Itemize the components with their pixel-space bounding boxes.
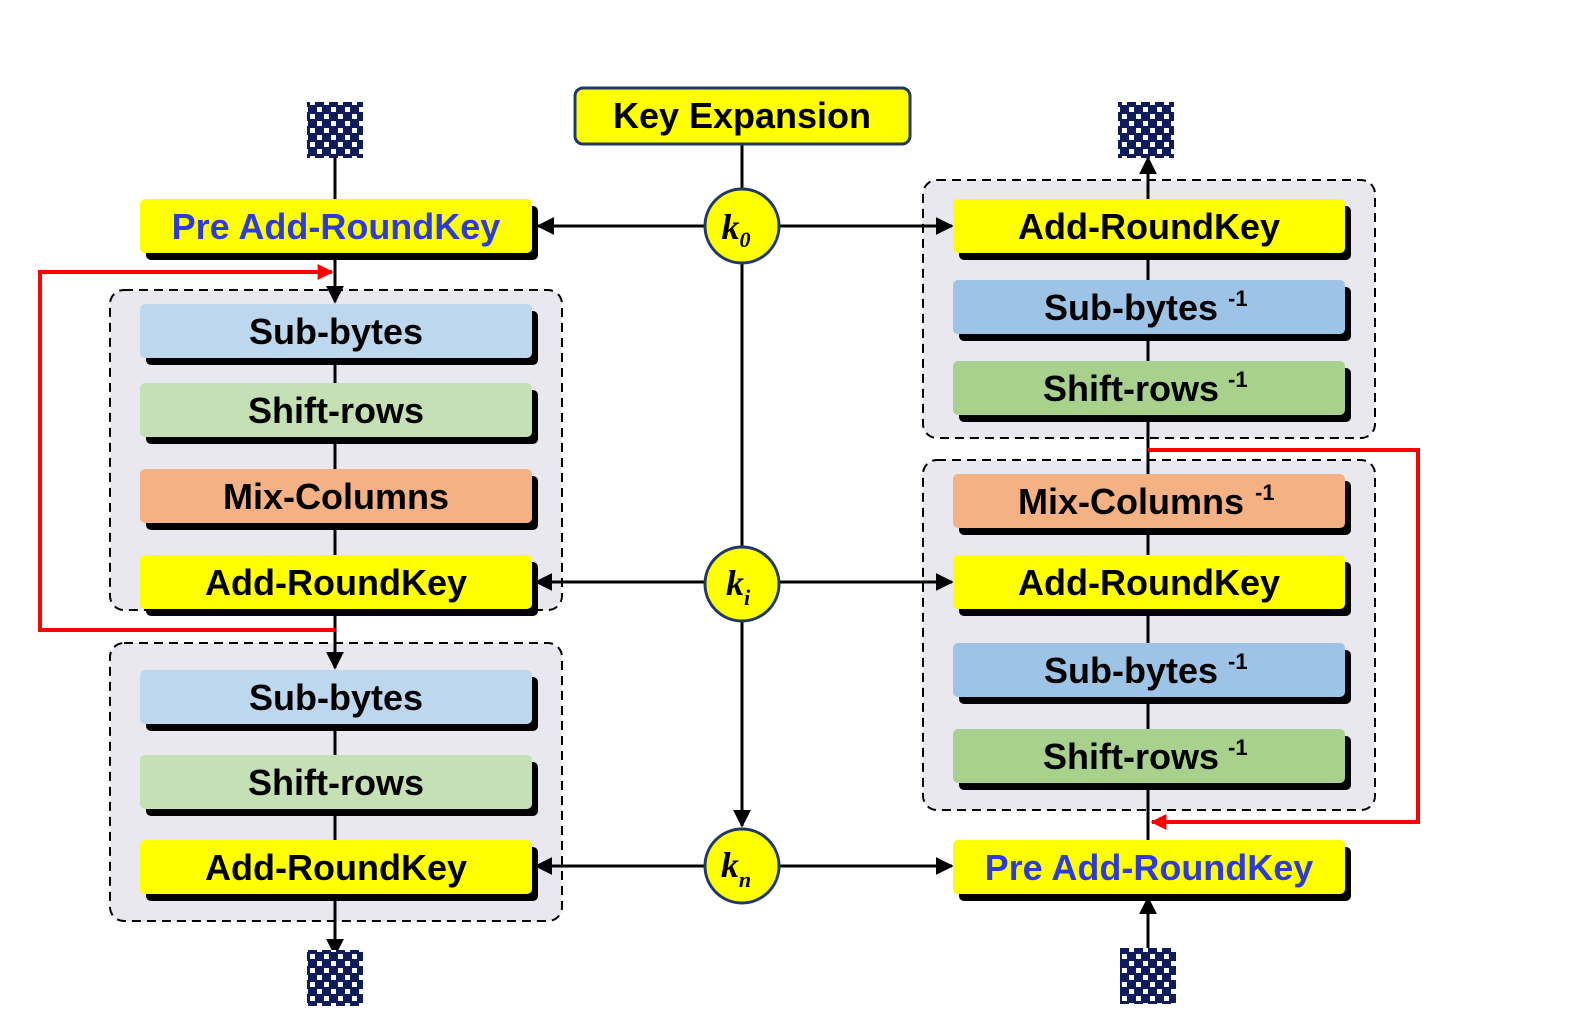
decrypt-shiftrows-inv-sup: -1 bbox=[1228, 735, 1248, 760]
decrypt-addroundkey: Add-RoundKey bbox=[953, 555, 1351, 616]
key-ki: ki bbox=[703, 545, 781, 623]
decrypt-final-shiftrows-inv: Shift-rows -1 bbox=[953, 361, 1351, 422]
key-kn: kn bbox=[703, 827, 781, 905]
svg-text:Shift-rows: Shift-rows bbox=[1043, 368, 1219, 409]
svg-text:ki: ki bbox=[726, 563, 751, 610]
decrypt-mixcolumns-label: Mix-Columns bbox=[1018, 481, 1244, 522]
svg-text:Sub-bytes: Sub-bytes bbox=[1044, 650, 1218, 691]
encrypt-pre-addroundkey: Pre Add-RoundKey bbox=[140, 199, 538, 260]
decrypt-final-subbytes-label: Sub-bytes bbox=[1044, 287, 1218, 328]
encrypt-addroundkey: Add-RoundKey bbox=[140, 555, 538, 616]
key-k0-subscript: 0 bbox=[740, 227, 751, 252]
key-ki-subscript: i bbox=[744, 585, 751, 610]
encrypt-final-shiftrows-label: Shift-rows bbox=[248, 762, 424, 803]
encrypt-final-addroundkey: Add-RoundKey bbox=[140, 840, 538, 901]
decrypt-final-subbytes-inv-sup: -1 bbox=[1228, 286, 1248, 311]
key-kn-letter: k bbox=[721, 845, 739, 885]
key-expansion-label: Key Expansion bbox=[613, 95, 871, 136]
svg-text:Sub-bytes: Sub-bytes bbox=[1044, 287, 1218, 328]
svg-text:Mix-Columns: Mix-Columns bbox=[1018, 481, 1244, 522]
encrypt-final-shiftrows: Shift-rows bbox=[140, 755, 538, 816]
svg-text:kn: kn bbox=[721, 845, 751, 892]
key-expansion-box bbox=[573, 86, 912, 146]
decrypt-shiftrows-inv: Shift-rows -1 bbox=[953, 729, 1351, 790]
decrypt-subbytes-inv: Sub-bytes -1 bbox=[953, 643, 1351, 704]
encrypt-pre-label: Pre Add-RoundKey bbox=[172, 206, 501, 247]
decrypt-subbytes-inv-sup: -1 bbox=[1228, 649, 1248, 674]
key-k0-letter: k bbox=[722, 207, 740, 247]
encrypt-loop-arrow bbox=[38, 264, 335, 632]
encrypt-final-subbytes: Sub-bytes bbox=[140, 670, 538, 731]
decrypt-addroundkey-label: Add-RoundKey bbox=[1018, 562, 1280, 603]
data-block-icon bbox=[307, 102, 363, 158]
encrypt-final-subbytes-label: Sub-bytes bbox=[249, 677, 423, 718]
data-block-icon bbox=[1118, 102, 1174, 158]
encrypt-mixcolumns: Mix-Columns bbox=[140, 469, 538, 530]
encrypt-shiftrows-label: Shift-rows bbox=[248, 390, 424, 431]
encrypt-subbytes: Sub-bytes bbox=[140, 304, 538, 365]
decrypt-shiftrows-label: Shift-rows bbox=[1043, 736, 1219, 777]
decrypt-final-addroundkey-label: Add-RoundKey bbox=[1018, 206, 1280, 247]
decrypt-subbytes-label: Sub-bytes bbox=[1044, 650, 1218, 691]
data-block-icon bbox=[307, 950, 363, 1006]
encrypt-mixcolumns-label: Mix-Columns bbox=[223, 476, 449, 517]
decrypt-final-shiftrows-inv-sup: -1 bbox=[1228, 367, 1248, 392]
decrypt-pre-label: Pre Add-RoundKey bbox=[985, 847, 1314, 888]
encrypt-addroundkey-label: Add-RoundKey bbox=[205, 562, 467, 603]
encrypt-shiftrows: Shift-rows bbox=[140, 383, 538, 444]
decrypt-final-shiftrows-label: Shift-rows bbox=[1043, 368, 1219, 409]
decrypt-pre-addroundkey: Pre Add-RoundKey bbox=[953, 840, 1351, 901]
key-kn-subscript: n bbox=[739, 867, 751, 892]
decrypt-final-subbytes-inv: Sub-bytes -1 bbox=[953, 280, 1351, 341]
encrypt-subbytes-label: Sub-bytes bbox=[249, 311, 423, 352]
svg-text:k0: k0 bbox=[722, 207, 751, 252]
encrypt-final-addroundkey-label: Add-RoundKey bbox=[205, 847, 467, 888]
decrypt-final-addroundkey: Add-RoundKey bbox=[953, 199, 1351, 260]
key-ki-letter: k bbox=[726, 563, 744, 603]
svg-text:Shift-rows: Shift-rows bbox=[1043, 736, 1219, 777]
data-block-icon bbox=[1120, 948, 1176, 1004]
decrypt-mixcolumns-inv-sup: -1 bbox=[1255, 480, 1275, 505]
key-k0: k0 bbox=[703, 187, 781, 265]
decrypt-loop-arrow bbox=[1148, 448, 1420, 830]
decrypt-mixcolumns-inv: Mix-Columns -1 bbox=[953, 474, 1351, 535]
